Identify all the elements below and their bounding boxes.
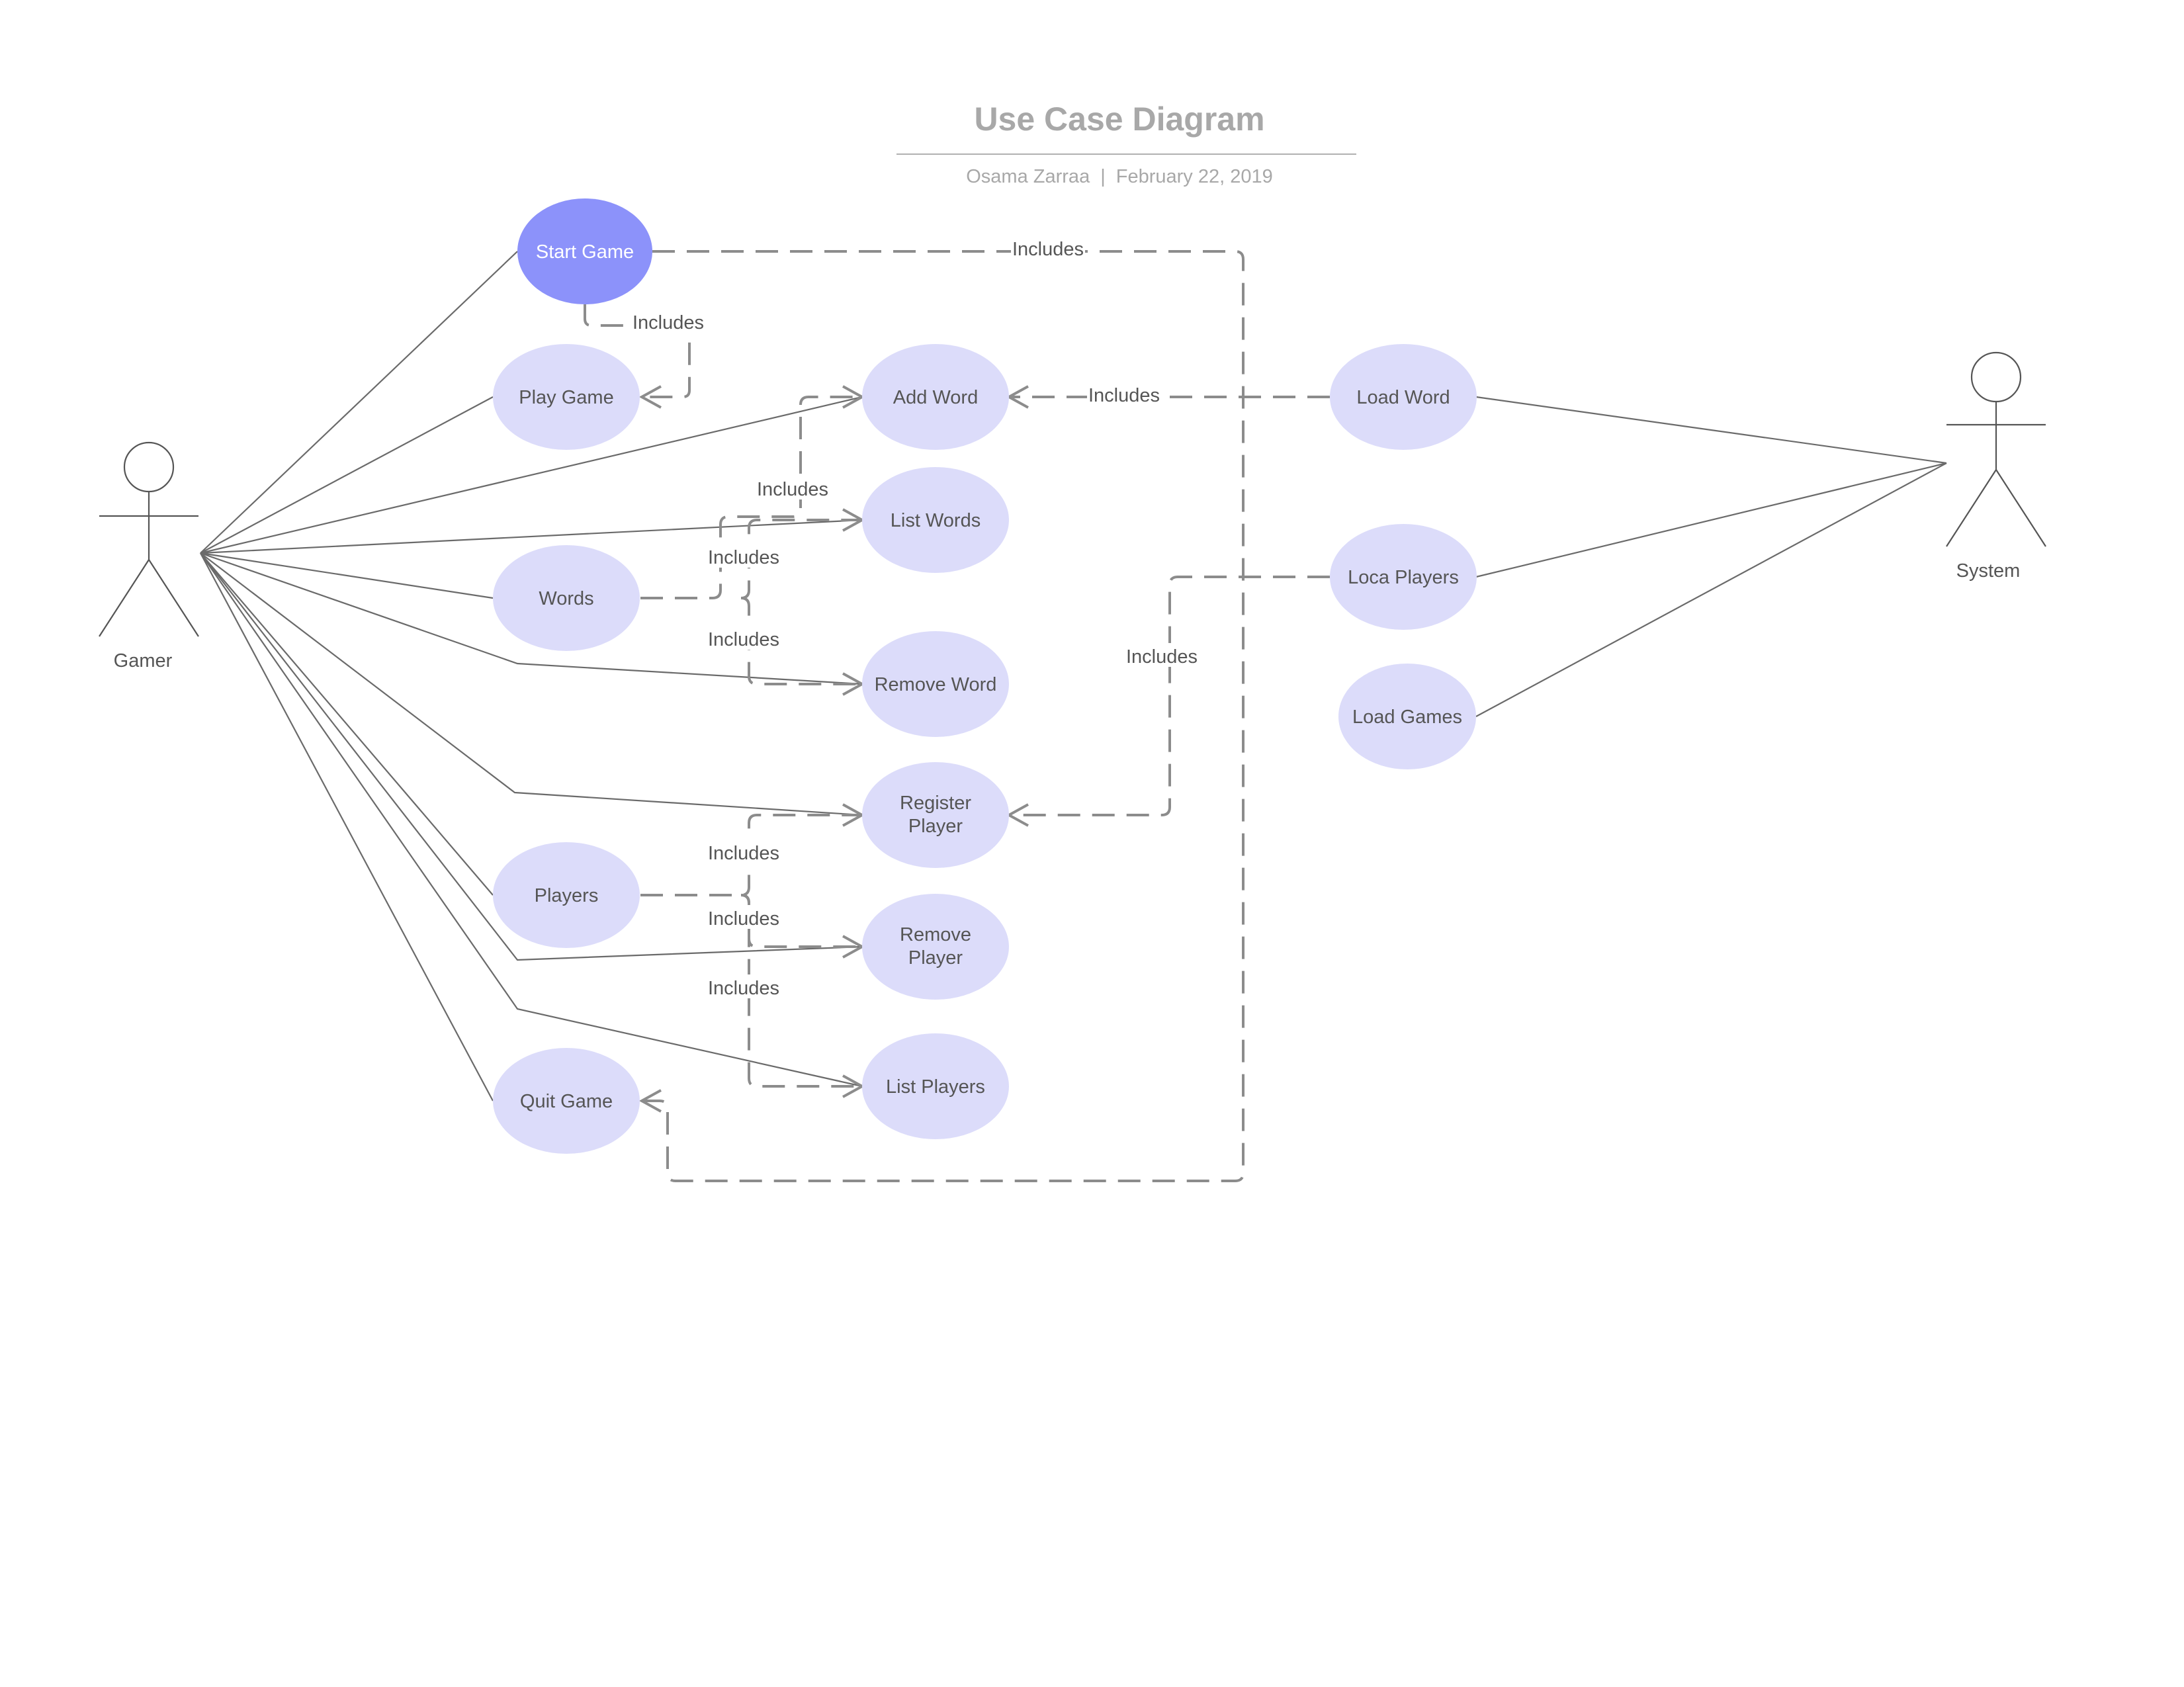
use-case-label: Register: [900, 793, 971, 814]
association-gamer-register-player[interactable]: [200, 552, 863, 816]
use-case-label: List Words: [891, 510, 981, 531]
include-label: Includes: [708, 547, 779, 568]
include-loca-register[interactable]: [1009, 576, 1330, 816]
label-players-remove: Includes: [707, 905, 781, 930]
use-case-load-word[interactable]: Load Word: [1330, 344, 1477, 450]
include-start-play-arrowhead: [638, 385, 662, 409]
use-case-label: Add Word: [893, 387, 978, 408]
use-case-load-games[interactable]: Load Games: [1338, 664, 1476, 769]
include-label: Includes: [708, 629, 779, 650]
association-gamer-start-game[interactable]: [200, 251, 518, 554]
use-case-play-game[interactable]: Play Game: [493, 344, 640, 450]
association-gamer-play-game[interactable]: [200, 396, 494, 554]
include-label: Includes: [708, 843, 779, 864]
use-case-list-words[interactable]: List Words: [862, 467, 1009, 573]
use-case-words[interactable]: Words: [493, 545, 640, 651]
label-start-play: Includes: [631, 310, 705, 333]
use-case-label-line-2: Player: [908, 816, 963, 837]
association-gamer-words[interactable]: [200, 552, 494, 599]
label-words-add: Includes: [756, 476, 830, 500]
association-gamer-quit-game[interactable]: [200, 552, 494, 1102]
use-case-label: Load Games: [1352, 707, 1462, 728]
association-gamer-remove-player[interactable]: [200, 552, 863, 961]
use-case-quit-game[interactable]: Quit Game: [493, 1048, 640, 1154]
subtitle-separator: |: [1100, 166, 1106, 187]
association-gamer-players[interactable]: [200, 552, 494, 896]
label-words-remove: Includes: [707, 626, 781, 650]
stick-figure-icon: [1946, 351, 2046, 547]
association-gamer-list-players[interactable]: [200, 552, 863, 1088]
use-case-register-player[interactable]: Register Player: [862, 762, 1009, 868]
association-system-load-word[interactable]: [1475, 396, 1947, 464]
associations: [200, 251, 1947, 1102]
actors: Gamer System: [99, 351, 2046, 671]
relationship-labels: Includes Includes Includes Includes Incl…: [631, 236, 1199, 999]
include-words-add[interactable]: [640, 396, 862, 599]
include-label: Includes: [1126, 646, 1198, 668]
label-start-quit: Includes: [1011, 236, 1085, 260]
author-name: Osama Zarraa: [966, 166, 1090, 187]
actor-label: Gamer: [114, 650, 173, 671]
association-system-load-games[interactable]: [1475, 462, 1947, 717]
label-words-list: Includes: [707, 544, 781, 568]
use-cases: Start Game Play Game Words Players Quit …: [493, 198, 1477, 1154]
use-case-label: Quit Game: [520, 1091, 613, 1112]
diagram-title: Use Case Diagram: [974, 101, 1264, 138]
association-system-loca-players[interactable]: [1475, 462, 1947, 578]
use-case-label: Play Game: [519, 387, 613, 408]
use-case-list-players[interactable]: List Players: [862, 1033, 1009, 1139]
use-case-label: Players: [535, 885, 599, 906]
include-words-remove[interactable]: [740, 597, 862, 685]
actor-gamer[interactable]: Gamer: [99, 441, 199, 671]
association-gamer-list-words[interactable]: [200, 519, 863, 554]
use-case-remove-word[interactable]: Remove Word: [862, 631, 1009, 737]
use-case-label-line-2: Player: [908, 947, 963, 969]
use-case-players[interactable]: Players: [493, 842, 640, 948]
actor-system[interactable]: System: [1946, 351, 2046, 582]
use-case-label: Start Game: [536, 241, 634, 263]
use-case-label: Remove: [900, 924, 971, 945]
use-case-remove-player[interactable]: Remove Player: [862, 894, 1009, 1000]
include-label: Includes: [708, 978, 779, 999]
label-players-register: Includes: [707, 840, 781, 864]
association-gamer-remove-word[interactable]: [200, 552, 863, 685]
use-case-add-word[interactable]: Add Word: [862, 344, 1009, 450]
label-loca-register: Includes: [1125, 643, 1199, 668]
include-label: Includes: [633, 312, 704, 333]
label-players-list: Includes: [707, 974, 781, 999]
use-case-loca-players[interactable]: Loca Players: [1330, 524, 1477, 630]
include-start-quit[interactable]: [642, 250, 1245, 1182]
diagram-header: Use Case Diagram Osama Zarraa | February 2…: [896, 101, 1356, 187]
use-case-label: Loca Players: [1348, 567, 1459, 588]
diagram-subtitle: Osama Zarraa | February 22, 2019: [966, 166, 1272, 187]
stick-figure-icon: [99, 441, 199, 637]
use-case-start-game[interactable]: Start Game: [517, 198, 652, 304]
use-case-label: Remove Word: [875, 674, 997, 695]
use-case-label: List Players: [886, 1076, 985, 1098]
diagram-date: February 22, 2019: [1116, 166, 1273, 187]
include-label: Includes: [708, 908, 779, 930]
include-words-list[interactable]: [740, 519, 862, 599]
association-gamer-add-word[interactable]: [200, 396, 863, 554]
use-case-label: Load Word: [1356, 387, 1450, 408]
include-players-list[interactable]: [740, 894, 862, 1088]
include-label: Includes: [757, 479, 828, 500]
include-label: Includes: [1088, 385, 1160, 406]
use-case-label: Words: [539, 588, 593, 609]
label-load-add: Includes: [1087, 382, 1161, 406]
include-start-quit-arrowhead: [638, 1089, 662, 1113]
include-label: Includes: [1012, 239, 1084, 260]
actor-label: System: [1956, 560, 2021, 582]
